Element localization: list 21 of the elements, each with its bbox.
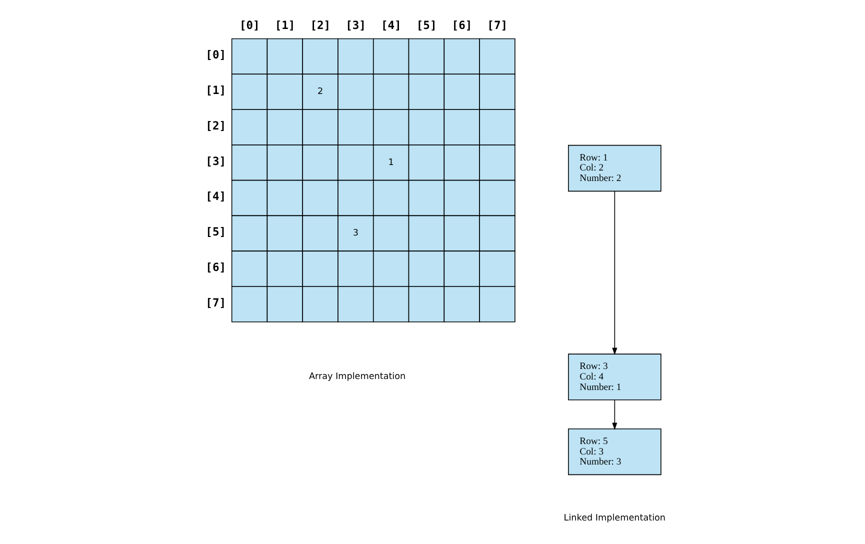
label: [5] xyxy=(416,18,437,32)
label: [1] xyxy=(206,84,226,98)
label: [3] xyxy=(346,18,366,32)
label: [0] xyxy=(206,48,226,62)
label: [4] xyxy=(381,18,402,32)
label: [7] xyxy=(206,296,226,310)
label: [4] xyxy=(206,190,226,204)
label: [6] xyxy=(452,18,472,32)
label: [6] xyxy=(206,260,226,274)
label: [7] xyxy=(487,18,508,32)
label: 3 xyxy=(352,228,358,239)
label: [1] xyxy=(274,18,296,32)
label: [5] xyxy=(206,226,226,239)
label: [0] xyxy=(239,18,260,32)
label: 1 xyxy=(388,158,394,168)
label: 2 xyxy=(317,87,324,98)
label: Linked Implementation xyxy=(564,513,666,524)
label: [3] xyxy=(206,154,226,168)
label: [2] xyxy=(206,119,226,132)
label: Array Implementation xyxy=(308,372,406,382)
label: [2] xyxy=(310,18,331,32)
